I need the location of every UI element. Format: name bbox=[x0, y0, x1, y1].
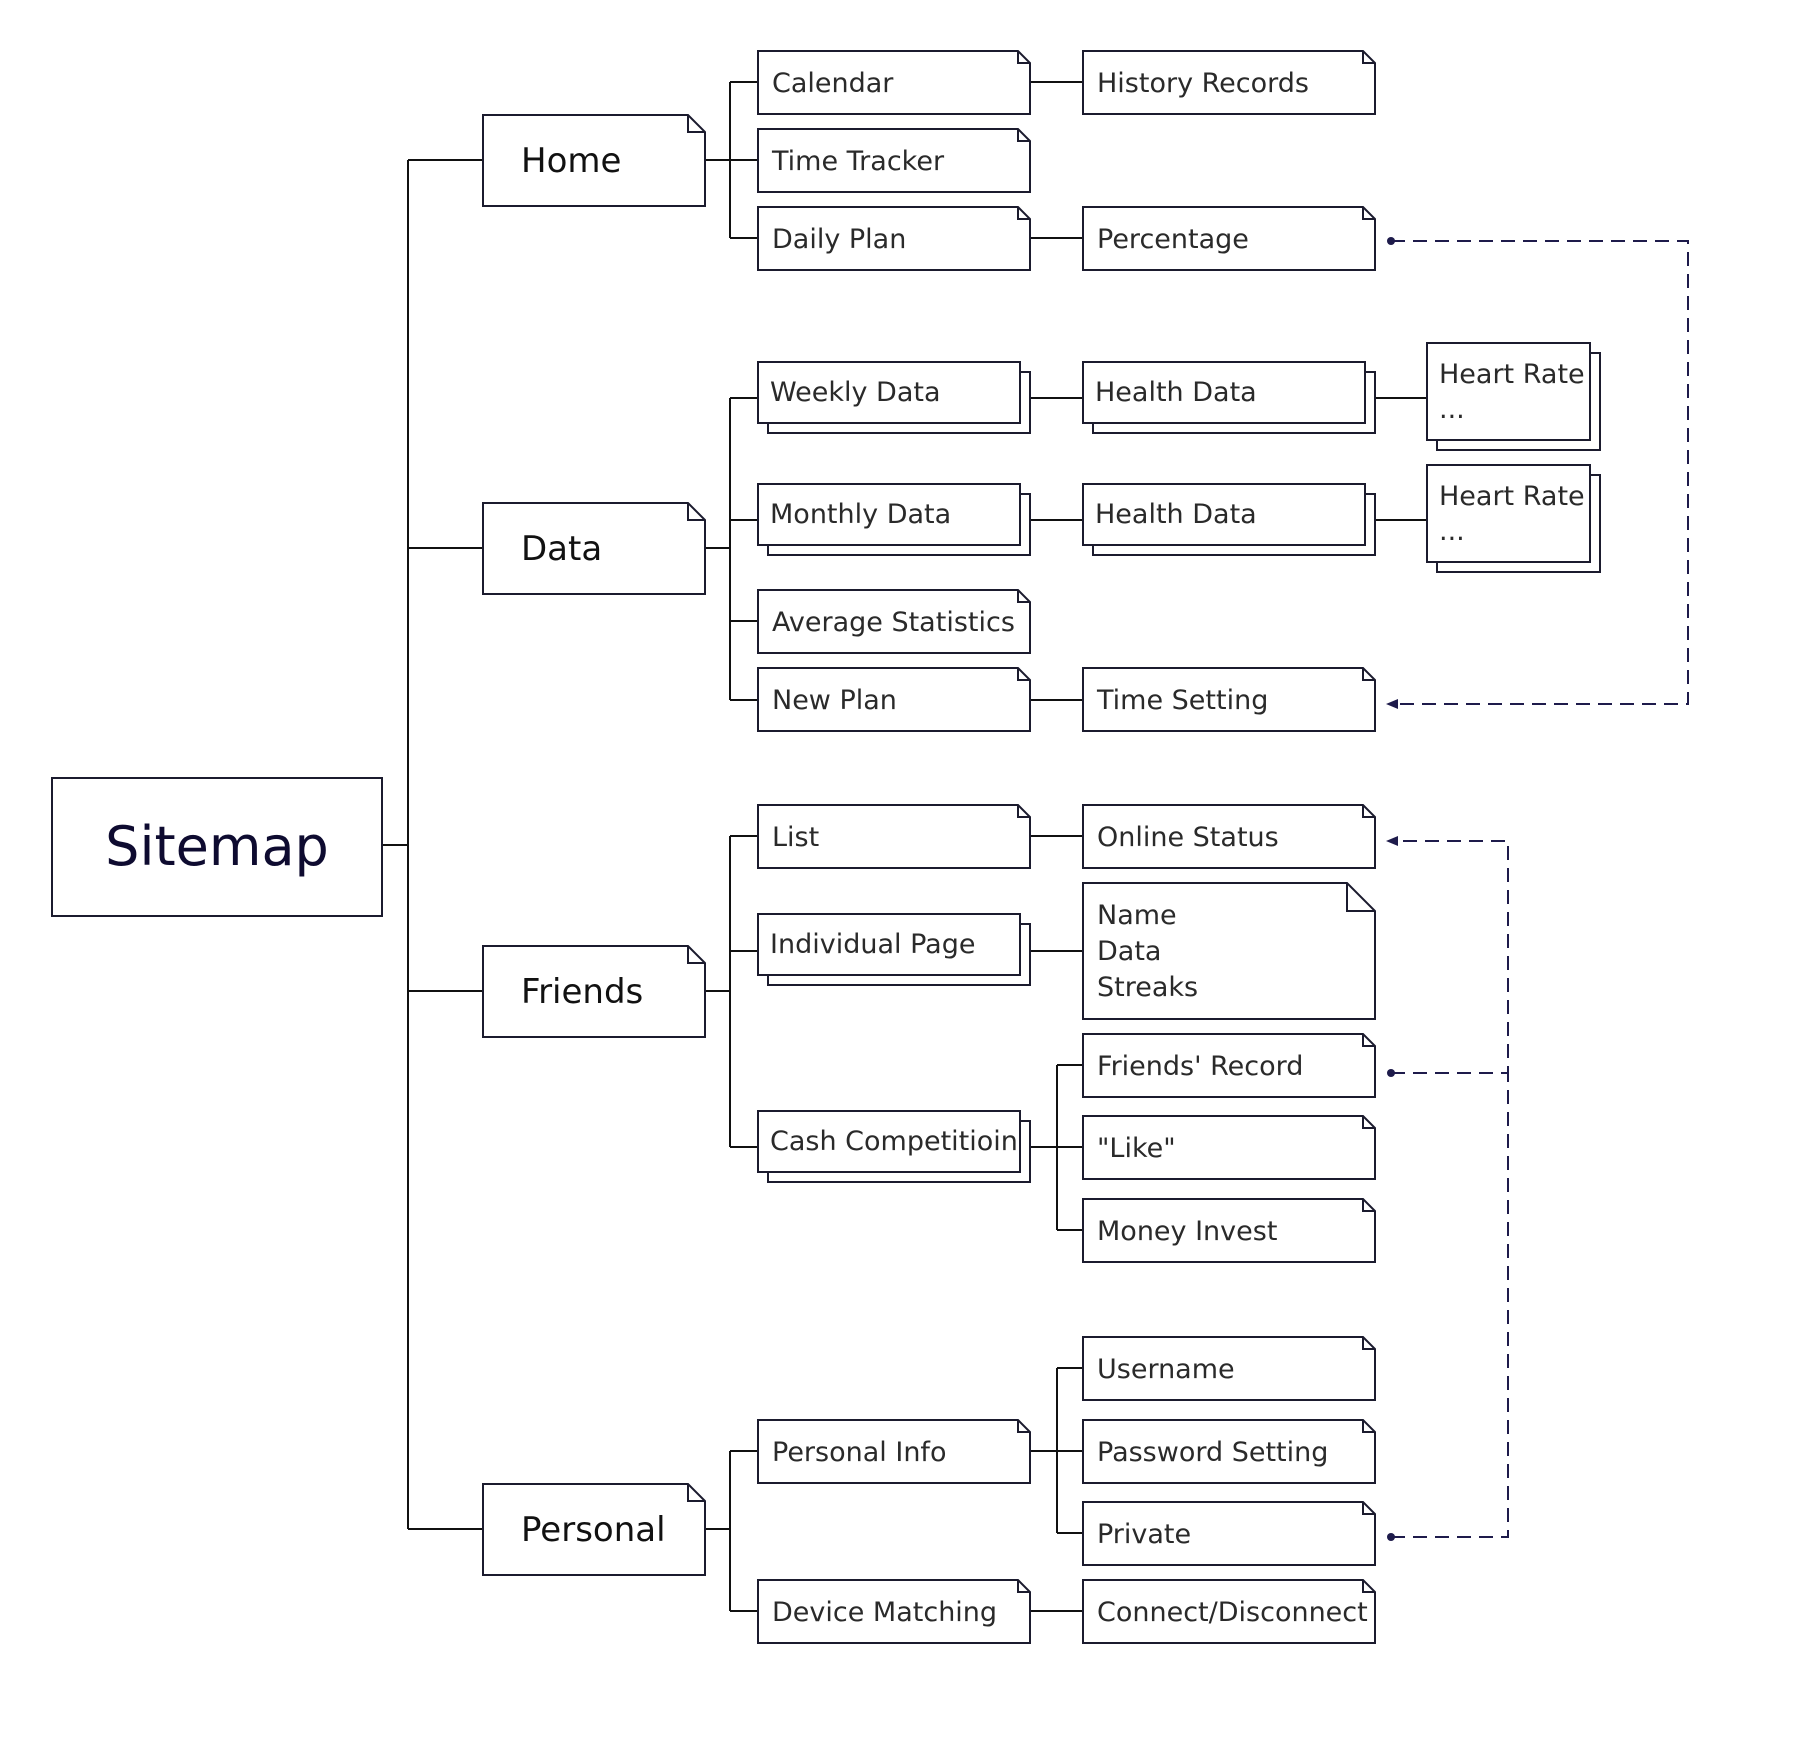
section-data-label: Data bbox=[521, 529, 602, 569]
page-monthly-heart-rate-label: Heart Rate bbox=[1439, 481, 1585, 512]
root-node[interactable]: Sitemap bbox=[51, 777, 383, 917]
page-device-matching[interactable]: Device Matching bbox=[757, 1579, 1031, 1644]
section-home[interactable]: Home bbox=[482, 114, 706, 207]
page-weekly-heart-rate-more: ... bbox=[1439, 394, 1465, 425]
profile-line-name: Name bbox=[1097, 900, 1177, 931]
page-time-tracker[interactable]: Time Tracker bbox=[757, 128, 1031, 193]
page-private-label: Private bbox=[1097, 1519, 1191, 1550]
page-online-status[interactable]: Online Status bbox=[1082, 804, 1376, 869]
page-weekly-data[interactable]: Weekly Data bbox=[757, 361, 1031, 434]
page-monthly-health-data[interactable]: Health Data bbox=[1082, 483, 1376, 556]
section-friends[interactable]: Friends bbox=[482, 945, 706, 1038]
page-time-tracker-label: Time Tracker bbox=[771, 146, 945, 177]
page-monthly-data-label: Monthly Data bbox=[770, 499, 951, 530]
page-individual-page[interactable]: Individual Page bbox=[757, 913, 1031, 986]
link-start-dot bbox=[1387, 1069, 1395, 1077]
cross-links bbox=[1386, 237, 1689, 1541]
page-username-label: Username bbox=[1097, 1354, 1235, 1385]
link-friends-record-to-online-status bbox=[1391, 840, 1509, 1074]
root-label: Sitemap bbox=[105, 815, 329, 878]
page-monthly-data[interactable]: Monthly Data bbox=[757, 483, 1031, 556]
page-weekly-heart-rate-label: Heart Rate bbox=[1439, 359, 1585, 390]
link-private-to-online-status bbox=[1391, 1073, 1509, 1538]
arrowhead-icon bbox=[1386, 836, 1398, 846]
page-average-statistics[interactable]: Average Statistics bbox=[757, 589, 1031, 654]
page-friends-record[interactable]: Friends' Record bbox=[1082, 1033, 1376, 1098]
page-personal-info[interactable]: Personal Info bbox=[757, 1419, 1031, 1484]
profile-line-data: Data bbox=[1097, 936, 1161, 967]
page-password-setting[interactable]: Password Setting bbox=[1082, 1419, 1376, 1484]
section-personal[interactable]: Personal bbox=[482, 1483, 706, 1576]
page-history-records[interactable]: History Records bbox=[1082, 50, 1376, 115]
page-friends-record-label: Friends' Record bbox=[1097, 1051, 1303, 1082]
page-percentage[interactable]: Percentage bbox=[1082, 206, 1376, 271]
page-username[interactable]: Username bbox=[1082, 1336, 1376, 1401]
section-personal-label: Personal bbox=[521, 1510, 666, 1550]
tree-connectors bbox=[382, 81, 1427, 1612]
page-profile-details[interactable]: Name Data Streaks bbox=[1082, 882, 1376, 1020]
page-private[interactable]: Private bbox=[1082, 1501, 1376, 1566]
page-monthly-heart-rate[interactable]: Heart Rate ... bbox=[1426, 464, 1601, 573]
page-percentage-label: Percentage bbox=[1097, 224, 1249, 255]
page-weekly-heart-rate[interactable]: Heart Rate ... bbox=[1426, 342, 1601, 451]
link-start-dot bbox=[1387, 237, 1395, 245]
page-cash-competition-label: Cash Competitioin bbox=[770, 1126, 1018, 1157]
page-weekly-data-label: Weekly Data bbox=[770, 377, 941, 408]
page-weekly-health-data-label: Health Data bbox=[1095, 377, 1257, 408]
page-money-invest[interactable]: Money Invest bbox=[1082, 1198, 1376, 1263]
section-home-label: Home bbox=[521, 141, 621, 181]
page-time-setting-label: Time Setting bbox=[1096, 685, 1268, 716]
page-monthly-health-data-label: Health Data bbox=[1095, 499, 1257, 530]
page-new-plan-label: New Plan bbox=[772, 685, 897, 716]
page-like-label: "Like" bbox=[1097, 1133, 1176, 1164]
page-calendar[interactable]: Calendar bbox=[757, 50, 1031, 115]
page-average-statistics-label: Average Statistics bbox=[772, 607, 1015, 638]
section-data[interactable]: Data bbox=[482, 502, 706, 595]
page-time-setting[interactable]: Time Setting bbox=[1082, 667, 1376, 732]
page-daily-plan[interactable]: Daily Plan bbox=[757, 206, 1031, 271]
page-cash-competition[interactable]: Cash Competitioin bbox=[757, 1110, 1031, 1183]
page-online-status-label: Online Status bbox=[1097, 822, 1279, 853]
page-list-label: List bbox=[772, 822, 819, 853]
page-like[interactable]: "Like" bbox=[1082, 1115, 1376, 1180]
arrowhead-icon bbox=[1386, 699, 1398, 709]
page-personal-info-label: Personal Info bbox=[772, 1437, 946, 1468]
page-individual-page-label: Individual Page bbox=[770, 929, 975, 960]
profile-line-streaks: Streaks bbox=[1097, 972, 1198, 1003]
page-history-records-label: History Records bbox=[1097, 68, 1309, 99]
link-percentage-to-time-setting bbox=[1391, 240, 1689, 705]
page-new-plan[interactable]: New Plan bbox=[757, 667, 1031, 732]
page-device-matching-label: Device Matching bbox=[772, 1597, 997, 1628]
page-list[interactable]: List bbox=[757, 804, 1031, 869]
page-connect-disconnect-label: Connect/Disconnect bbox=[1097, 1597, 1368, 1628]
page-password-setting-label: Password Setting bbox=[1097, 1437, 1328, 1468]
section-friends-label: Friends bbox=[521, 972, 643, 1012]
page-connect-disconnect[interactable]: Connect/Disconnect bbox=[1082, 1579, 1376, 1644]
page-weekly-health-data[interactable]: Health Data bbox=[1082, 361, 1376, 434]
page-calendar-label: Calendar bbox=[772, 68, 894, 99]
page-daily-plan-label: Daily Plan bbox=[772, 224, 906, 255]
link-start-dot bbox=[1387, 1533, 1395, 1541]
page-monthly-heart-rate-more: ... bbox=[1439, 516, 1465, 547]
page-money-invest-label: Money Invest bbox=[1097, 1216, 1277, 1247]
